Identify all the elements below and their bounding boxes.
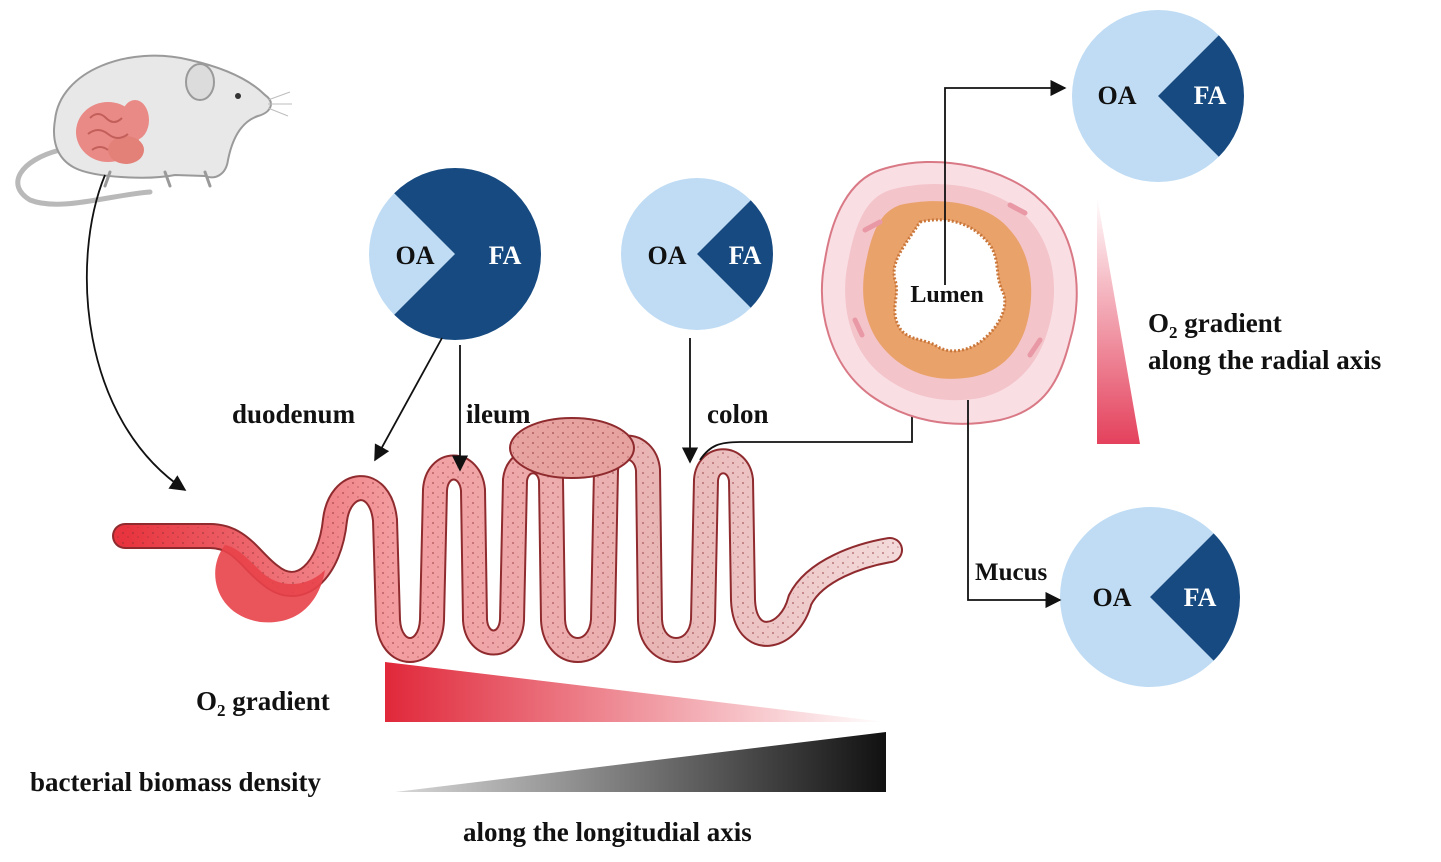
arrow-mucus-to-pie <box>967 400 1062 609</box>
pie-label-fa: FA <box>1194 81 1227 110</box>
pie-chart-mucus: OA FA <box>1060 507 1240 687</box>
label-duodenum: duodenum <box>232 399 356 429</box>
radial-gradient-label-line1: O2 gradient <box>1148 308 1282 342</box>
radial-gradient-label-line2: along the radial axis <box>1148 345 1381 375</box>
arrow-to-duodenum <box>374 337 443 462</box>
pie-slice-fa <box>1150 533 1240 661</box>
biomass-gradient-wedge <box>395 732 886 792</box>
pie-slice-fa <box>1158 35 1244 157</box>
label-lumen: Lumen <box>910 282 983 308</box>
biomass-label: bacterial biomass density <box>30 767 322 797</box>
label-colon: colon <box>707 399 769 429</box>
pie-chart-duodenum-ileum: OA FA <box>368 168 542 340</box>
pie-chart-lumen: OA FA <box>1072 10 1244 182</box>
pie-label-oa: OA <box>1093 583 1132 612</box>
mouse-with-intestine-icon <box>15 54 292 207</box>
pie-slice-oa <box>1060 507 1214 687</box>
pie-slice-fa <box>394 168 542 340</box>
pie-chart-colon: OA FA <box>621 178 773 330</box>
o2-gradient-wedge <box>385 662 885 722</box>
label-mucus: Mucus <box>975 559 1048 586</box>
o2-gradient-label: O2 gradient <box>196 686 330 720</box>
pie-label-fa: FA <box>489 241 522 270</box>
radial-o2-gradient-wedge <box>1097 196 1140 444</box>
intestine-illustration <box>112 417 903 663</box>
pie-slice-oa <box>621 178 751 330</box>
pie-slice-oa <box>368 193 455 315</box>
arrow-colon-to-cross-section <box>699 396 921 461</box>
intestine-cross-section-icon <box>821 160 1078 425</box>
pie-label-fa: FA <box>729 241 762 270</box>
pie-label-fa: FA <box>1184 583 1217 612</box>
label-ileum: ileum <box>466 399 531 429</box>
pie-label-oa: OA <box>396 241 435 270</box>
pie-slice-fa <box>697 200 773 308</box>
pie-label-oa: OA <box>1098 81 1137 110</box>
arrow-lumen-to-pie <box>944 79 1067 285</box>
mouse-to-intestine-arrow <box>86 174 187 491</box>
longitudinal-axis-label: along the longitudial axis <box>463 817 752 847</box>
pie-label-oa: OA <box>648 241 687 270</box>
pie-slice-oa <box>1072 10 1219 182</box>
